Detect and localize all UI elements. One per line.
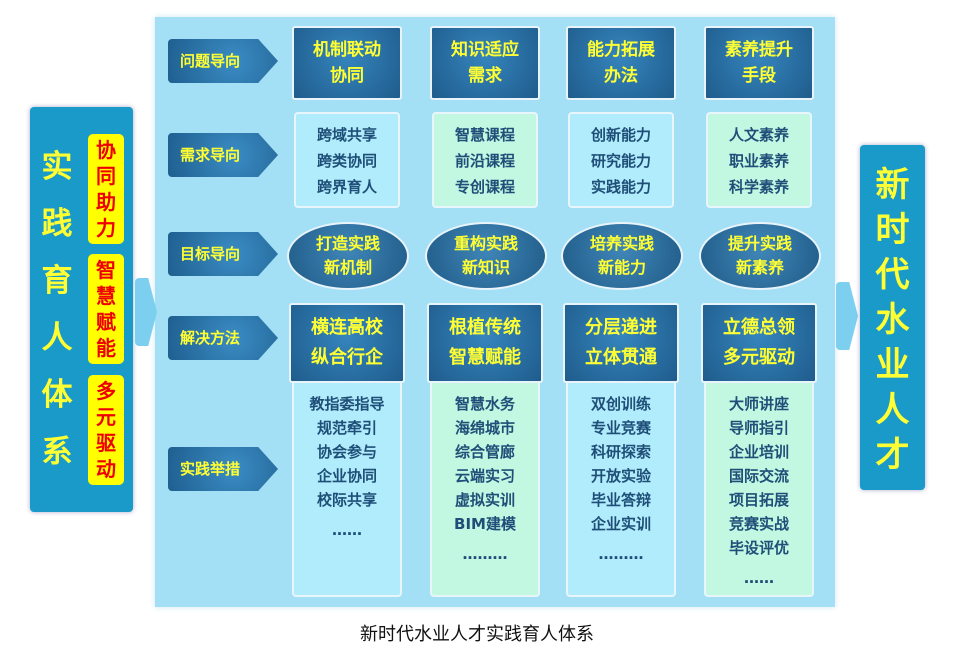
text-line: 机制联动 <box>313 40 381 60</box>
row-label-method: 解决方法 <box>168 316 278 360</box>
row-label-problem: 问题导向 <box>168 39 278 83</box>
more-ellipsis: …… <box>332 521 362 539</box>
text-line: 研究能力 <box>590 152 651 170</box>
text-line: 企业协同 <box>316 467 377 485</box>
method-box: 根植传统智慧赋能 <box>427 303 543 383</box>
method-box: 分层递进立体贯通 <box>563 303 679 383</box>
text-line: 毕设评优 <box>728 539 789 557</box>
text-line: 新素养 <box>735 258 784 277</box>
method-box: 立德总领多元驱动 <box>701 303 817 383</box>
tag-diverse: 多元驱动 <box>88 375 124 485</box>
text-line: 国际交流 <box>728 467 789 485</box>
text-line: 新机制 <box>323 258 372 277</box>
text-line: 协会参与 <box>316 443 377 461</box>
text-line: 创新能力 <box>590 126 651 144</box>
goal-ellipse: 培养实践新能力 <box>561 222 683 290</box>
actions-box: 大师讲座导师指引企业培训国际交流项目拓展竞赛实战毕设评优 …… <box>704 378 814 597</box>
text-line: 前沿课程 <box>454 152 515 170</box>
text-line: 智慧赋能 <box>449 347 521 368</box>
text-line: 培养实践 <box>589 234 654 253</box>
text-line: 横连高校 <box>311 317 383 338</box>
left-system-box: 实践育人体系 协同助力 智慧赋能 多元驱动 <box>30 107 133 512</box>
arrow-right-icon <box>135 278 157 346</box>
text-line: 纵合行企 <box>311 347 383 368</box>
text-line: 科学素养 <box>728 178 789 196</box>
goal-ellipse: 提升实践新素养 <box>699 222 821 290</box>
text-line: 专创课程 <box>454 178 515 196</box>
text-line: 教指委指导 <box>309 395 385 413</box>
actions-box: 智慧水务海绵城市综合管廊云端实习虚拟实训 BIM建模 ……… <box>430 378 540 597</box>
needs-box: 创新能力研究能力实践能力 <box>568 112 674 208</box>
needs-box: 人文素养职业素养科学素养 <box>706 112 812 208</box>
text-line: 跨域共享 <box>316 126 377 144</box>
text-line: 企业实训 <box>590 515 651 533</box>
text-line: 立体贯通 <box>585 347 657 368</box>
caption: 新时代水业人才实践育人体系 <box>360 624 594 645</box>
text-line: 职业素养 <box>728 152 789 170</box>
text-line: 跨界育人 <box>316 178 377 196</box>
talent-title: 新时代水业人才 <box>875 165 910 475</box>
text-line: 虚拟实训 <box>454 491 515 509</box>
more-ellipsis: …… <box>744 569 774 587</box>
needs-box: 智慧课程前沿课程专创课程 <box>432 112 538 208</box>
text-line: 重构实践 <box>453 234 518 253</box>
needs-box: 跨域共享跨类协同跨界育人 <box>294 112 400 208</box>
text-line: 办法 <box>604 66 638 86</box>
text-line: BIM建模 <box>454 515 516 533</box>
text-line: 新知识 <box>461 258 510 277</box>
problem-box: 能力拓展办法 <box>566 26 676 100</box>
text-line: 企业培训 <box>728 443 789 461</box>
text-line: 综合管廊 <box>454 443 515 461</box>
text-line: 智慧课程 <box>454 126 515 144</box>
actions-box: 双创训练专业竞赛科研探索开放实验毕业答辩企业实训 ……… <box>566 378 676 597</box>
text-line: 需求 <box>468 66 502 86</box>
text-line: 知识适应 <box>451 40 519 60</box>
text-line: 竞赛实战 <box>728 515 789 533</box>
text-line: 毕业答辩 <box>590 491 651 509</box>
text-line: 科研探索 <box>590 443 651 461</box>
row-label-actions: 实践举措 <box>168 447 278 491</box>
actions-box: 教指委指导规范牵引协会参与企业协同校际共享 …… <box>292 378 402 597</box>
text-line: 提升实践 <box>727 234 792 253</box>
text-line: 实践能力 <box>590 178 651 196</box>
text-line: 多元驱动 <box>723 347 795 368</box>
text-line: 开放实验 <box>590 467 651 485</box>
text-line: 智慧水务 <box>454 395 515 413</box>
text-line: 新能力 <box>597 258 646 277</box>
goal-ellipse: 重构实践新知识 <box>425 222 547 290</box>
text-line: 校际共享 <box>316 491 377 509</box>
text-line: 能力拓展 <box>587 40 655 60</box>
problem-box: 机制联动协同 <box>292 26 402 100</box>
method-box: 横连高校纵合行企 <box>289 303 405 383</box>
problem-box: 素养提升手段 <box>704 26 814 100</box>
text-line: 分层递进 <box>585 317 657 338</box>
text-line: 项目拓展 <box>728 491 789 509</box>
right-talent-box: 新时代水业人才 <box>860 145 925 490</box>
arrow-right-icon <box>836 282 858 350</box>
text-line: 根植传统 <box>449 317 521 338</box>
text-line: 双创训练 <box>590 395 651 413</box>
text-line: 大师讲座 <box>728 395 789 413</box>
text-line: 跨类协同 <box>316 152 377 170</box>
row-label-needs: 需求导向 <box>168 133 278 177</box>
text-line: 云端实习 <box>454 467 515 485</box>
text-line: 导师指引 <box>728 419 789 437</box>
tag-collaboration: 协同助力 <box>88 134 124 244</box>
more-ellipsis: ……… <box>598 545 644 563</box>
text-line: 规范牵引 <box>316 419 377 437</box>
text-line: 打造实践 <box>315 234 380 253</box>
goal-ellipse: 打造实践新机制 <box>287 222 409 290</box>
text-line: 专业竞赛 <box>590 419 651 437</box>
text-line: 素养提升 <box>725 40 793 60</box>
text-line: 人文素养 <box>728 126 789 144</box>
text-line: 海绵城市 <box>454 419 515 437</box>
problem-box: 知识适应需求 <box>430 26 540 100</box>
row-label-goal: 目标导向 <box>168 232 278 276</box>
tag-smart: 智慧赋能 <box>88 254 124 364</box>
more-ellipsis: ……… <box>462 545 508 563</box>
text-line: 协同 <box>330 66 364 86</box>
text-line: 手段 <box>742 66 776 86</box>
text-line: 立德总领 <box>723 317 795 338</box>
system-title: 实践育人体系 <box>41 149 73 470</box>
